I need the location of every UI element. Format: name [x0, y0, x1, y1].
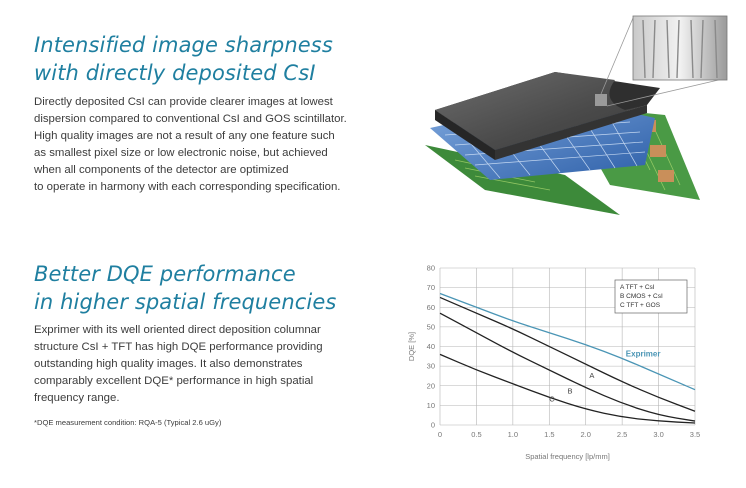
- section2-paragraph-line: frequency range.: [34, 392, 120, 405]
- section2-paragraph-line: structure CsI + TFT has high DQE perform…: [34, 341, 323, 354]
- chart-axes: 0 0.5 1.0 1.5 2.0 2.5 3.0 3.5 0 10 20 30 40 50 60 70 80S…: [407, 264, 700, 462]
- y-tick-label: 20: [427, 381, 435, 390]
- section1-paragraph: Directly deposited CsI can provide clear…: [34, 94, 347, 197]
- chart-series: [439, 292, 696, 424]
- series-line-exprimer: [439, 292, 696, 391]
- legend-entry: B CMOS + CsI: [620, 293, 663, 300]
- y-tick-label: 30: [427, 362, 435, 371]
- series-line-b: [439, 312, 696, 422]
- section1-heading: Intensified image sharpness with directl…: [34, 31, 333, 87]
- section2-paragraph: Exprimer with its well oriented direct d…: [34, 322, 323, 407]
- section2-heading-line2: in higher spatial frequencies: [34, 290, 337, 314]
- y-tick-label: 70: [427, 283, 435, 292]
- section1-paragraph-line: High quality images are not a result of …: [34, 130, 335, 143]
- section1-heading-line1: Intensified image sharpness: [34, 33, 333, 57]
- section1-paragraph-line: when all components of the detector are …: [34, 164, 289, 177]
- legend-entry: C TFT + GOS: [620, 302, 661, 309]
- csi-scintillator-layer: [435, 72, 660, 160]
- x-tick-label: 3.5: [690, 430, 700, 439]
- dqe-chart: 0 0.5 1.0 1.5 2.0 2.5 3.0 3.5 0 10 20 30 40 50 60 70 80S…: [407, 264, 700, 462]
- annotation-label: B: [568, 387, 573, 396]
- x-tick-label: 1.5: [544, 430, 554, 439]
- x-tick-label: 3.0: [653, 430, 663, 439]
- section2-heading-line1: Better DQE performance: [34, 262, 296, 286]
- section2-heading: Better DQE performance in higher spatial…: [34, 260, 336, 316]
- columnar-csi-inset: [600, 15, 728, 107]
- x-tick-label: 2.5: [617, 430, 627, 439]
- y-tick-label: 10: [427, 401, 435, 410]
- annotation-label: C: [549, 394, 555, 403]
- detector-layers-illustration: [425, 15, 728, 215]
- x-tick-label: 0: [438, 430, 442, 439]
- annotation-label: A: [589, 371, 594, 380]
- legend-frame: [614, 279, 688, 314]
- section1-paragraph-line: as smallest pixel size or low electronic…: [34, 147, 328, 160]
- x-tick-label: 1.0: [508, 430, 518, 439]
- chart-annotations: A B C Exprimer: [549, 349, 660, 403]
- section2-paragraph-line: outstanding high quality images. It also…: [34, 358, 303, 371]
- section2-paragraph-line: Exprimer with its well oriented direct d…: [34, 324, 321, 336]
- y-tick-label: 50: [427, 322, 435, 331]
- section1-paragraph-line: Directly deposited CsI can provide clear…: [34, 96, 333, 108]
- y-tick-label: 40: [427, 342, 435, 351]
- x-tick-label: 0.5: [471, 430, 481, 439]
- dqe-footnote: *DQE measurement condition: RQA-5 (Typic…: [34, 418, 222, 427]
- section1-paragraph-line: dispersion compared to conventional CsI …: [34, 113, 347, 126]
- chart-legend: A TFT + CsI B CMOS + CsI C TFT + GOS: [614, 279, 688, 314]
- section1-heading-line2: with directly deposited CsI: [34, 61, 316, 85]
- annotation-label: Exprimer: [626, 349, 661, 358]
- y-tick-label: 80: [427, 264, 435, 273]
- section2-paragraph-line: comparably excellent DQE* performance in…: [34, 375, 314, 388]
- x-tick-label: 2.0: [580, 430, 590, 439]
- y-axis-label: DQE [%]: [407, 332, 416, 361]
- section1-paragraph-line: to operate in harmony with each correspo…: [34, 181, 341, 194]
- y-tick-label: 60: [427, 303, 435, 312]
- series-line-c: [439, 353, 696, 424]
- x-axis-label: Spatial frequency [lp/mm]: [525, 452, 610, 461]
- y-tick-label: 0: [431, 421, 435, 430]
- series-line-a: [439, 296, 696, 412]
- legend-entry: A TFT + CsI: [620, 284, 655, 291]
